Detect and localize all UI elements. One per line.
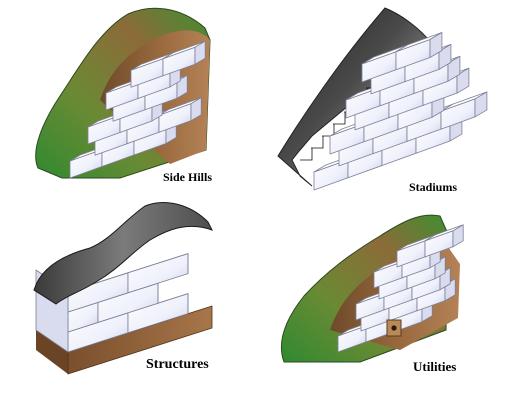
- utilities-pipe-outlet: [386, 319, 402, 337]
- structures-wall: [35, 253, 189, 353]
- stadium-step-edge: [311, 136, 324, 149]
- structures-label: Structures: [146, 357, 209, 372]
- utilities-label: Utilities: [413, 359, 457, 374]
- side-hills-wall: [69, 40, 206, 179]
- side-hills-illustration: [35, 7, 211, 179]
- structures-footing: [36, 330, 68, 374]
- structures-cap: [33, 202, 214, 305]
- structures-illustration: [33, 202, 214, 375]
- wall-block-side: [474, 91, 488, 118]
- wall-block-side: [429, 32, 443, 58]
- stadium-step-edge: [333, 112, 346, 125]
- utilities-illustration: [280, 214, 464, 363]
- stadiums-label: Stadiums: [409, 180, 458, 194]
- utilities-wall: [337, 224, 464, 353]
- stadium-step-edge: [300, 148, 313, 161]
- wall-block-side: [194, 40, 206, 65]
- side-hills-label: Side Hills: [163, 170, 213, 184]
- wall-block-side: [190, 97, 202, 122]
- stadiums-illustration: [277, 7, 488, 191]
- stadiums-wall: [313, 32, 488, 191]
- wall-block-side: [452, 224, 464, 248]
